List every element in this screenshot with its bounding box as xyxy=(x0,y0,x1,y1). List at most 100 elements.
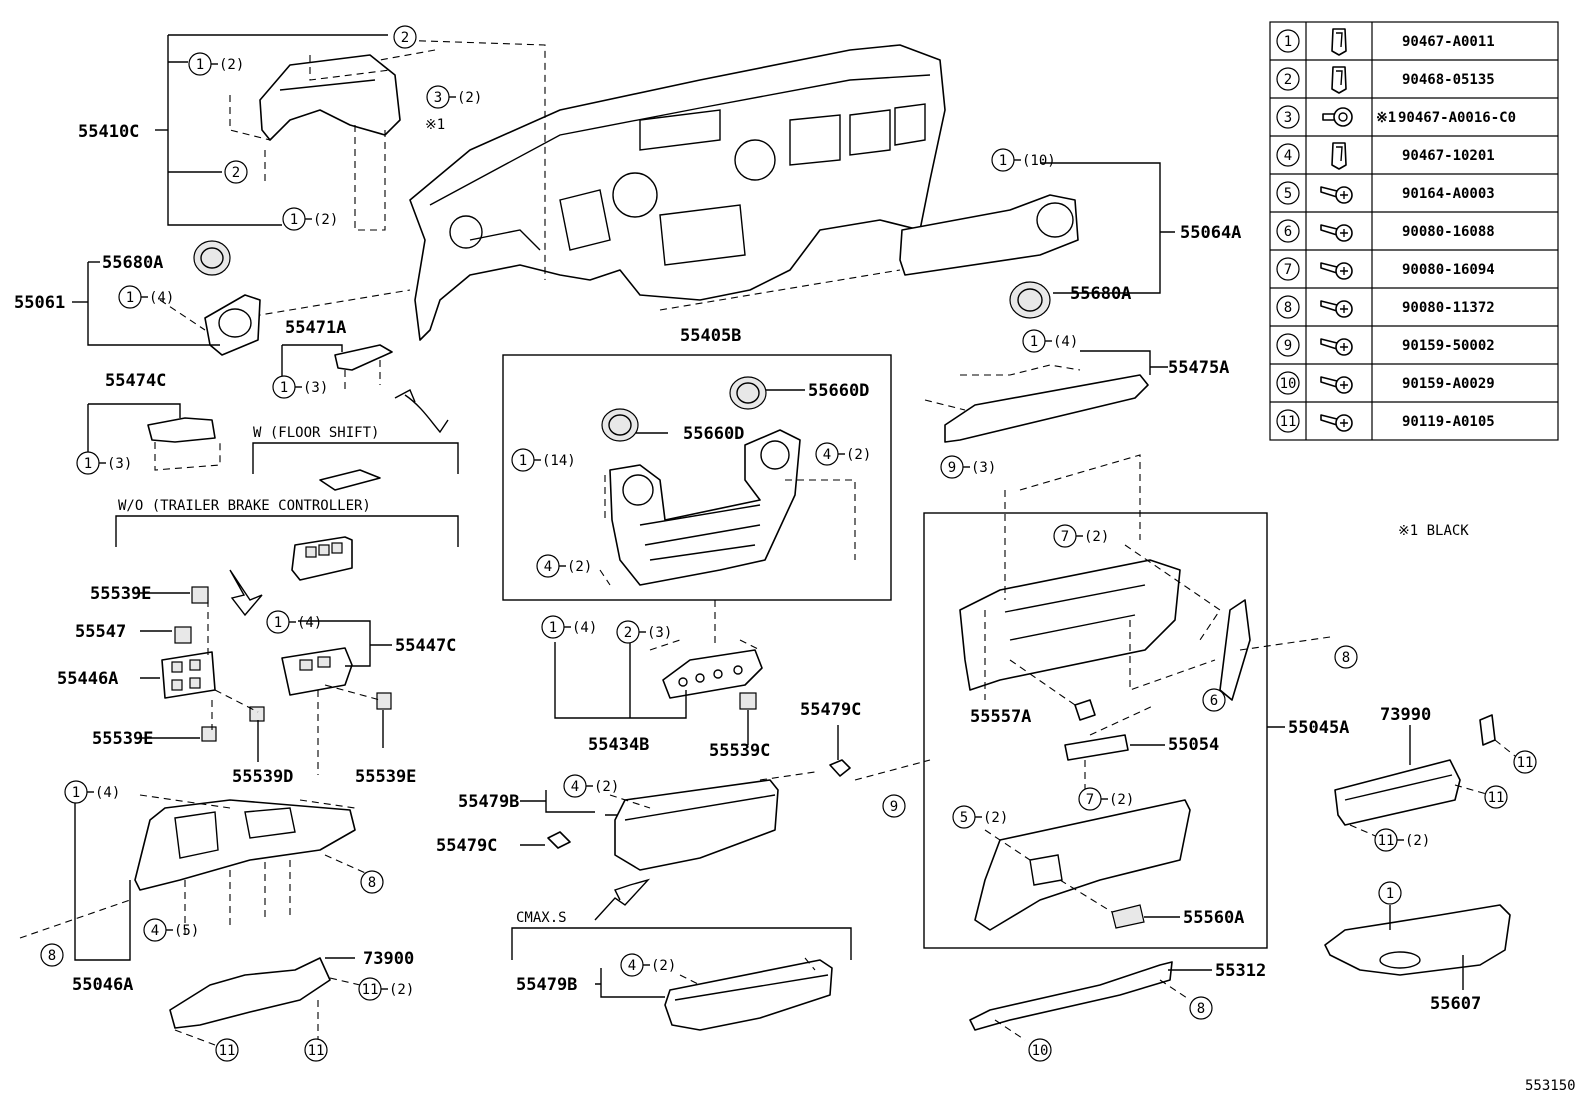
ref-number: 11 xyxy=(219,1043,236,1059)
ref-circle xyxy=(882,794,906,818)
label-55434B: 55434B xyxy=(588,735,649,755)
ref-circle xyxy=(1276,29,1300,53)
tray-55607-part xyxy=(1324,904,1511,976)
ref-callout: 1(2) xyxy=(188,52,244,76)
ref-qty: (2) xyxy=(1405,833,1430,849)
label-55479C-b: 55479C xyxy=(436,836,497,856)
ref-circle xyxy=(1276,181,1300,205)
label-55680A-left: 55680A xyxy=(102,253,163,273)
ref-qty: (2) xyxy=(846,447,871,463)
fastener-ref: 8 xyxy=(1284,300,1292,316)
ref-number: 8 xyxy=(1197,1001,1205,1017)
fastener-ref: 10 xyxy=(1280,376,1297,392)
reinforcement-55312-part xyxy=(969,961,1173,1031)
ref-qty: (4) xyxy=(1053,334,1078,350)
label-55446A: 55446A xyxy=(57,669,118,689)
ref-qty: (4) xyxy=(149,290,174,306)
switch-parts-group xyxy=(161,586,392,742)
ref-number: 1 xyxy=(84,456,92,472)
ref-circle xyxy=(1276,295,1300,319)
screw-icon xyxy=(1320,414,1353,432)
bracket-73990-part xyxy=(1334,714,1496,826)
fastener-ref: 11 xyxy=(1280,414,1297,430)
instrument-panel xyxy=(409,44,946,341)
ref-callout: 5(2) xyxy=(952,805,1008,829)
glove-box-frame-part xyxy=(959,559,1251,701)
ref-number: 2 xyxy=(232,165,240,181)
ref-qty: (3) xyxy=(971,460,996,476)
fastener-part-number: 90467-A0011 xyxy=(1402,34,1495,50)
ref-circle xyxy=(1276,257,1300,281)
ref-callout: 3(2) xyxy=(426,85,482,109)
label-55064A: 55064A xyxy=(1180,223,1241,243)
fastener-ref: 2 xyxy=(1284,72,1292,88)
ref-number: 10 xyxy=(1032,1043,1049,1059)
ref-circle xyxy=(1378,881,1402,905)
ref-number: 9 xyxy=(948,460,956,476)
screw-icon xyxy=(1320,338,1353,356)
ref-callout: 1 (3) xyxy=(76,451,132,475)
label-55054: 55054 xyxy=(1168,735,1219,755)
ref-number: 9 xyxy=(890,799,898,815)
switch-bezel-55434B-part xyxy=(662,649,763,710)
ref-number: 1 xyxy=(999,153,1007,169)
screw-icon xyxy=(1320,376,1353,394)
ref-qty: (3) xyxy=(107,456,132,472)
ref-number: 1 xyxy=(519,453,527,469)
label-55660D-b: 55660D xyxy=(683,424,744,444)
ref-number: 11 xyxy=(1378,833,1395,849)
caption-trailer: W/O (TRAILER BRAKE CONTROLLER) xyxy=(118,498,371,514)
ref-qty: (2) xyxy=(1084,529,1109,545)
ref-callout: 6 xyxy=(1202,688,1226,712)
ref-qty: (2) xyxy=(457,90,482,106)
ref-qty: (10) xyxy=(1022,153,1056,169)
ref-callout: 2(3) xyxy=(616,620,672,644)
screw-icon xyxy=(1320,224,1353,242)
ref-circle xyxy=(1276,105,1300,129)
fastener-part-number: 90159-A0029 xyxy=(1402,376,1495,392)
push-rivet-icon xyxy=(1322,107,1353,127)
ref-qty: (4) xyxy=(297,615,322,631)
ref-callout: 7(2) xyxy=(1053,524,1109,548)
cup-holder-cmax-part xyxy=(664,959,833,1031)
ref-circle xyxy=(1484,785,1508,809)
ref-number: 8 xyxy=(368,875,376,891)
ref-number: 1 xyxy=(126,290,134,306)
cluster-hood-part xyxy=(229,49,436,231)
ref-callout: 1(4) xyxy=(64,780,120,804)
ref-callout: 2 xyxy=(393,25,417,49)
fastener-ref: 1 xyxy=(1284,34,1292,50)
screw-icon xyxy=(1320,300,1353,318)
ref-callout: 11 xyxy=(215,1038,239,1062)
ref-number: 6 xyxy=(1210,693,1218,709)
ref-number: 11 xyxy=(1488,790,1505,806)
screw-icon xyxy=(1320,262,1353,280)
label-55471A: 55471A xyxy=(285,318,346,338)
floor-shift-cover-part xyxy=(319,469,381,491)
ref-qty: (2) xyxy=(567,559,592,575)
ref-number: 11 xyxy=(308,1043,325,1059)
ref-callout: 4(2) xyxy=(563,774,619,798)
fastener-ref: 9 xyxy=(1284,338,1292,354)
fastener-row: 10 90159-A0029 xyxy=(1276,371,1495,395)
fastener-ref: 7 xyxy=(1284,262,1292,278)
fastener-ref: 3 xyxy=(1284,110,1292,126)
ref-circle xyxy=(1276,219,1300,243)
fastener-part-number: 90468-05135 xyxy=(1402,72,1495,88)
ref-circle xyxy=(1189,996,1213,1020)
ref-number: 4 xyxy=(151,923,159,939)
ref-number: 1 xyxy=(1030,334,1038,350)
ref-number: 11 xyxy=(362,982,379,998)
ref-callout: 8 xyxy=(1189,996,1213,1020)
ref-callout: 8 xyxy=(360,870,384,894)
label-55539E-b: 55539E xyxy=(92,729,153,749)
figure-id: 553150 xyxy=(1525,1078,1576,1094)
ref-callout: 1(4) xyxy=(266,610,322,634)
lock-cylinder-part xyxy=(1009,659,1156,790)
